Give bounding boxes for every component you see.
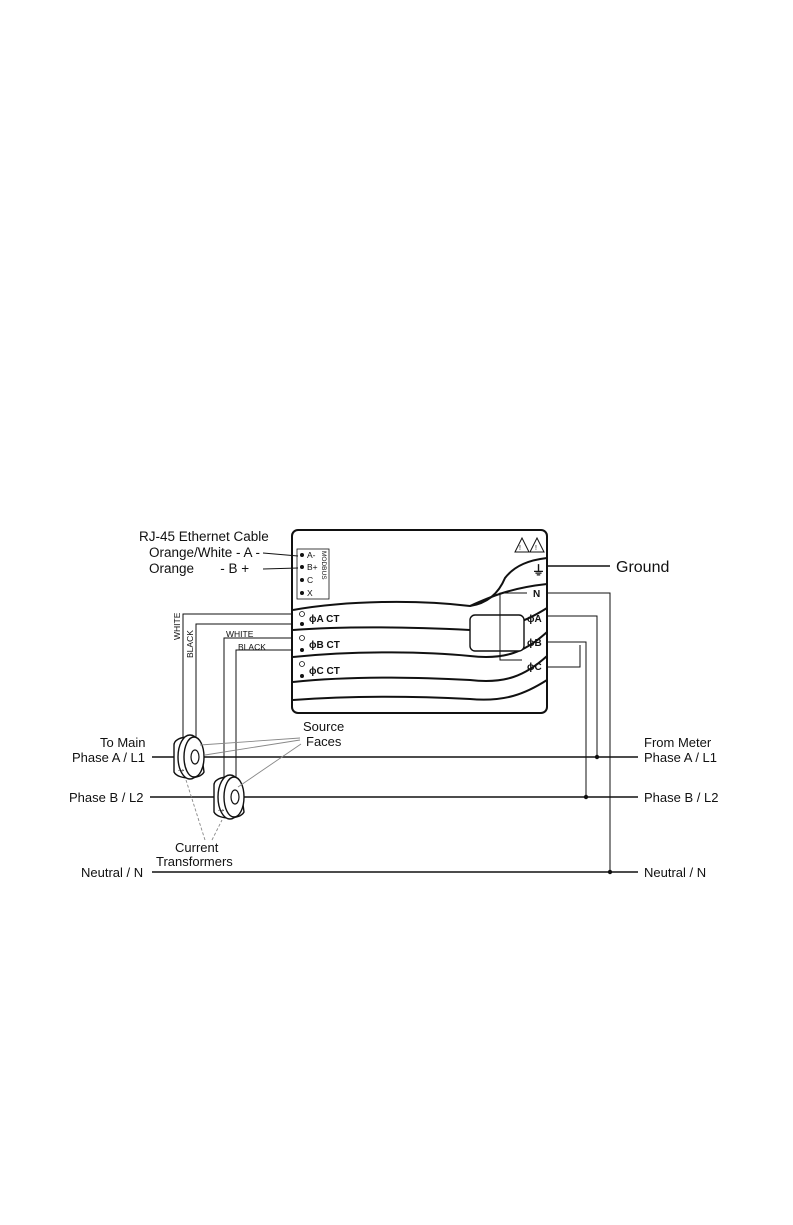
modbus-terminal-block: A- B+ C X MODBUS — [297, 549, 329, 599]
current-transformer-b: → — [214, 775, 244, 819]
rj45-orange: Orange - B + — [149, 561, 249, 576]
svg-text:Source: Source — [303, 719, 344, 734]
ct-a-black-label: BLACK — [185, 630, 195, 658]
rj45-orange-white: Orange/White - A - — [149, 545, 260, 560]
internal-module — [470, 615, 524, 651]
ct-b-black-label: BLACK — [238, 642, 266, 652]
terminal-phase-c: ϕC — [527, 662, 542, 673]
modbus-label: MODBUS — [320, 551, 327, 580]
arrow-icon: → — [176, 764, 186, 775]
phase-b-right-label: Phase B / L2 — [644, 790, 718, 805]
from-meter-label: From Meter — [644, 735, 712, 750]
svg-text:!: ! — [535, 545, 537, 552]
ground-terminal-icon: ⏚ — [532, 563, 545, 578]
svg-text:!: ! — [519, 545, 521, 552]
rj45-cable-labels: RJ-45 Ethernet Cable Orange/White - A - … — [139, 529, 298, 576]
modbus-pin-c: C — [307, 575, 313, 585]
svg-text:Current: Current — [175, 840, 219, 855]
current-transformer-a: → — [174, 735, 204, 779]
neutral-right-label: Neutral / N — [644, 865, 706, 880]
meter-enclosure: ! ! ⏚ N ϕA ϕB ϕC A- B+ C X — [292, 530, 547, 713]
ground-label: Ground — [616, 559, 669, 576]
phase-a-right-label: Phase A / L1 — [644, 750, 717, 765]
svg-text:ϕA CT: ϕA CT — [309, 614, 339, 625]
voltage-wiring — [547, 593, 612, 874]
svg-text:ϕC CT: ϕC CT — [309, 666, 340, 677]
modbus-pin-a: A- — [307, 550, 316, 560]
phase-b-left-label: Phase B / L2 — [69, 790, 143, 805]
modbus-pin-x: X — [307, 588, 313, 598]
ct-a-white-label: WHITE — [172, 612, 182, 640]
rj45-title: RJ-45 Ethernet Cable — [139, 529, 269, 544]
terminal-phase-b: ϕB — [527, 638, 542, 649]
terminal-phase-a: ϕA — [527, 614, 542, 625]
svg-text:ϕB CT: ϕB CT — [309, 640, 340, 651]
svg-text:Faces: Faces — [306, 734, 342, 749]
terminal-n: N — [533, 589, 540, 600]
phase-a-left-label: Phase A / L1 — [72, 750, 145, 765]
svg-text:Transformers: Transformers — [156, 854, 233, 869]
modbus-pin-b: B+ — [307, 562, 318, 572]
source-faces-callout: Source Faces — [200, 719, 344, 787]
ct-b-white-label: WHITE — [226, 629, 254, 639]
arrow-icon: → — [216, 804, 226, 815]
neutral-left-label: Neutral / N — [81, 865, 143, 880]
to-main-label: To Main — [100, 735, 146, 750]
